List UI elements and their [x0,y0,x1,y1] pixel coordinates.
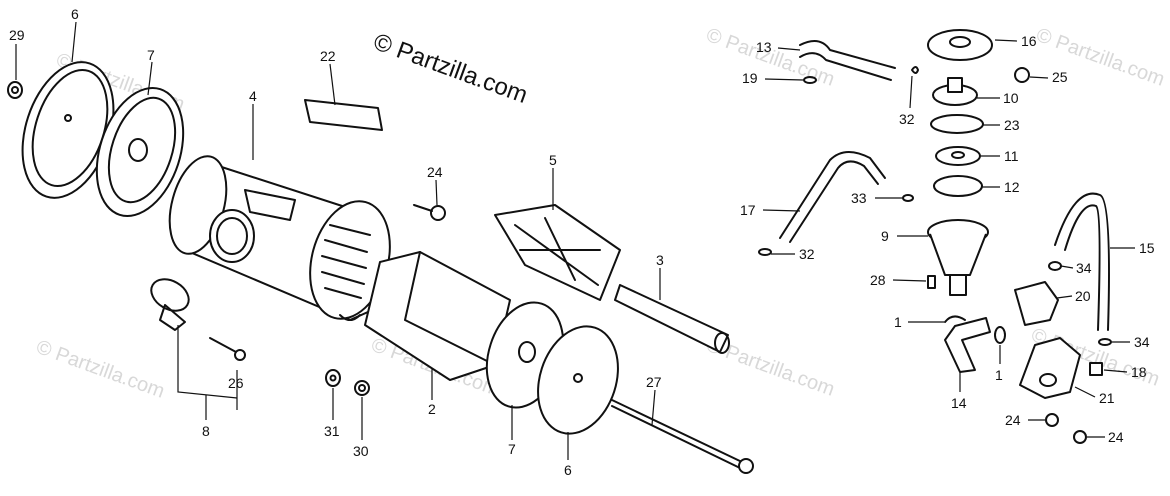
callout-33: 33 [851,190,867,206]
callout-24: 24 [1005,412,1021,428]
part-14-hose [944,317,991,373]
part-3-tube [614,284,730,354]
part-9-body [927,219,989,296]
part-30-nut [354,380,370,396]
callout-20: 20 [1075,288,1091,304]
part-20-connector [1014,281,1059,326]
callout-22: 22 [320,48,336,64]
callout-16: 16 [1021,33,1037,49]
callout-13: 13 [756,39,772,55]
part-24-bolt [1073,430,1087,444]
callout-23: 23 [1004,117,1020,133]
part-6-cover [537,325,619,435]
callout-15: 15 [1139,240,1155,256]
part-4-air-cleaner-housing [168,155,396,321]
part-16-cap [927,29,993,61]
part-34-clip [1098,338,1112,346]
part-19-clip [803,76,817,84]
part-29-nut [7,81,23,99]
part-11-seat [935,146,981,166]
part-7-filter-element [95,87,185,217]
callout-5: 5 [549,152,557,168]
part-25-fitting [1014,67,1030,83]
part-1-clamp [944,315,966,323]
part-10-valve [932,77,978,106]
callout-29: 29 [9,27,25,43]
callout-1: 1 [894,314,902,330]
callout-21: 21 [1099,390,1115,406]
callout-8: 8 [202,423,210,439]
callout-14: 14 [951,395,967,411]
part-34-clip [1048,261,1062,271]
callout-7: 7 [147,47,155,63]
callout-27: 27 [646,374,662,390]
callout-19: 19 [742,70,758,86]
callout-32: 32 [899,111,915,127]
part-22-label [304,99,383,131]
callout-32: 32 [799,246,815,262]
part-32-clip [911,66,919,74]
callout-34: 34 [1134,334,1150,350]
part-1-clamp [994,326,1006,344]
callout-26: 26 [228,375,244,391]
callout-18: 18 [1131,364,1147,380]
callout-1: 1 [995,367,1003,383]
callout-4: 4 [249,88,257,104]
callout-28: 28 [870,272,886,288]
callout-2: 2 [428,401,436,417]
copyright-text: © Partzilla.com [370,28,531,109]
part-21-bracket [1019,337,1081,399]
part-24-bolt [1045,413,1059,427]
part-32-clip [758,248,772,256]
part-23-o-ring [930,114,984,134]
callout-7: 7 [508,441,516,457]
callout-12: 12 [1004,179,1020,195]
part-31-washer [325,369,341,387]
callout-6: 6 [564,462,572,478]
part-24-bolt [413,204,446,221]
callout-6: 6 [71,6,79,22]
part-33-clip [902,194,914,202]
leader-lines [15,21,1135,460]
watermark: © Partzilla.com [33,336,167,403]
part-18-bolt [1089,362,1103,376]
callout-24: 24 [1108,429,1124,445]
callout-34: 34 [1076,260,1092,276]
part-26-screw [209,337,246,361]
part-12-element [933,175,983,197]
callout-25: 25 [1052,69,1068,85]
part-15-hose [1054,192,1110,331]
callout-10: 10 [1003,90,1019,106]
callout-11: 11 [1004,148,1019,164]
callout-31: 31 [324,423,340,439]
part-5-bracket [494,204,621,301]
watermark: © Partzilla.com [703,24,837,91]
part-8-strap [150,278,190,331]
callout-24: 24 [427,164,443,180]
part-27-long-bolt [611,399,754,474]
part-13-hose [799,40,896,81]
callout-30: 30 [353,443,369,459]
callouts: 29 6 7 4 22 24 5 3 2 27 7 6 8 26 31 30 1… [9,6,1155,478]
part-28-screw [927,275,936,289]
callout-17: 17 [740,202,756,218]
callout-9: 9 [881,228,889,244]
callout-3: 3 [656,252,664,268]
part-17-hose [779,151,886,243]
